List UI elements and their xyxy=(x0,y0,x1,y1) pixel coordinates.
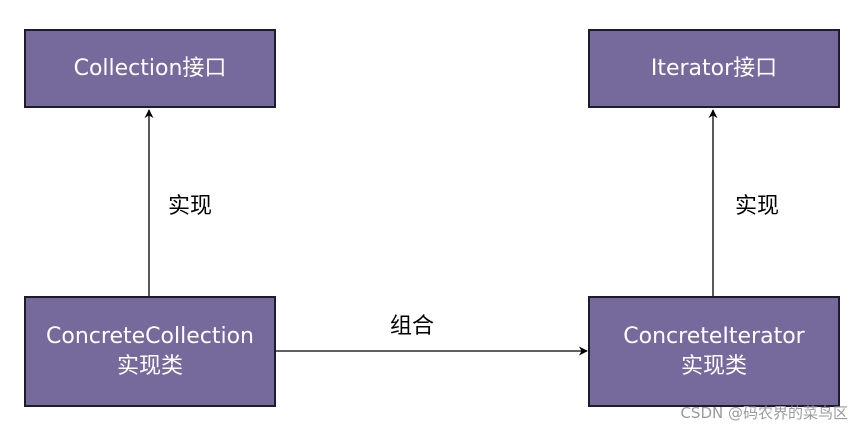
concrete-collection-sublabel: 实现类 xyxy=(116,353,183,379)
collection-interface-node: Collection接口 xyxy=(24,29,276,108)
concrete-iterator-sublabel: 实现类 xyxy=(680,353,747,379)
implement-label-right: 实现 xyxy=(735,194,780,219)
collection-interface-label: Collection接口 xyxy=(73,55,227,81)
watermark: CSDN @码农界的菜鸟区 xyxy=(680,404,848,422)
iterator-interface-label: Iterator接口 xyxy=(650,55,778,81)
concrete-collection-label: ConcreteCollection xyxy=(46,323,254,349)
iterator-interface-node: Iterator接口 xyxy=(588,29,840,108)
concrete-iterator-label: ConcreteIterator xyxy=(623,323,805,349)
implement-label-left: 实现 xyxy=(168,194,213,219)
compose-label: 组合 xyxy=(390,314,435,339)
concrete-iterator-node: ConcreteIterator 实现类 xyxy=(588,296,840,407)
concrete-collection-node: ConcreteCollection 实现类 xyxy=(24,296,276,407)
